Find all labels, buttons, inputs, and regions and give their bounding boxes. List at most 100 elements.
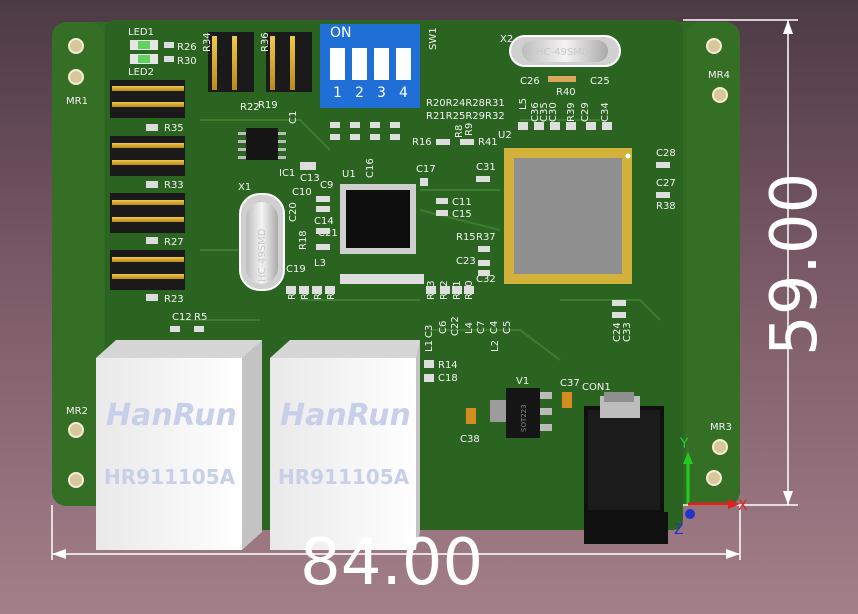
dimension-width-label: 84.00 [300,526,483,600]
rj45-jack-left: HanRun HR911105A [96,340,262,550]
svg-text:C29: C29 [580,102,591,122]
svg-text:C10: C10 [292,187,312,198]
svg-text:R21R25R29R32: R21R25R29R32 [426,111,505,122]
r30-label: R30 [177,56,197,67]
svg-text:R9: R9 [464,123,475,136]
dimension-height: 59.00 [683,19,832,506]
r36-label: R36 [260,32,271,52]
led1-label: LED1 [128,27,154,38]
switch-3-label: 3 [377,85,386,101]
svg-text:C19: C19 [286,264,306,275]
svg-text:C12: C12 [172,312,192,323]
c13-label: C13 [300,173,320,184]
silkscreen-labels: C17 C31 C10 C9 C20 C14 C21 R18 L3 C19 C1… [172,98,676,384]
x1-model: HC-49SMD [257,228,268,282]
c16-label: C16 [365,158,376,178]
regulator-v1: V1 SOT223 C38 C37 [460,376,580,445]
rj45-jack-right: HanRun HR911105A [270,340,420,550]
smd-passives [170,122,670,382]
dimension-width: 84.00 [51,505,741,600]
mount-hole-mr4: MR4 [706,38,730,103]
c1-label: C1 [288,111,299,124]
x1-label: X1 [238,182,251,193]
jack-left-model: HR911105A [104,465,236,489]
svg-text:C14: C14 [314,216,334,227]
pin-header-top: R34 R36 [202,32,312,92]
chip-mcu-qfp [504,148,632,284]
svg-text:C6: C6 [438,321,449,334]
svg-text:C20: C20 [288,202,299,222]
r22-label: R22 [240,102,260,113]
svg-text:C7: C7 [476,321,487,334]
mr3-label: MR3 [710,422,732,433]
svg-text:C32: C32 [476,274,496,285]
crystal-x1: HC-49SMD X1 [238,182,285,291]
svg-text:C33: C33 [622,322,633,342]
c37-label: C37 [560,378,580,389]
svg-text:R41: R41 [478,137,498,148]
switch-2-label: 2 [355,85,364,101]
axis-x-label: X [738,498,748,514]
svg-text:C17: C17 [416,164,436,175]
svg-text:C31: C31 [476,162,496,173]
mount-hole-mr3: MR3 [706,422,732,486]
led2-label: LED2 [128,67,154,78]
svg-text:R8: R8 [454,125,465,138]
c38-label: C38 [460,434,480,445]
svg-text:C24: C24 [612,322,623,342]
r23-label: R23 [164,294,184,305]
r26-label: R26 [177,42,197,53]
ic1-label: IC1 [279,168,295,179]
mr1-label: MR1 [66,96,88,107]
svg-text:C30: C30 [548,102,559,122]
r34-label: R34 [202,32,213,52]
svg-text:C34: C34 [600,102,611,122]
mount-hole-mr1: MR1 [66,38,88,107]
r40-label: R40 [556,87,576,98]
r33-label: R33 [164,180,184,191]
svg-text:R39: R39 [566,102,577,122]
pin-header-2 [110,136,185,176]
pin-header-3 [110,193,185,233]
svg-text:L2: L2 [490,340,501,352]
chip-u1: U1 C16 [340,158,416,254]
u1-label: U1 [342,169,356,180]
switch-on-label: ON [330,25,352,41]
svg-text:C22: C22 [450,316,461,336]
axis-triad: Y X Z [674,436,748,538]
svg-text:R38: R38 [656,201,676,212]
pin-header-column: R35 R33 R27 R23 [110,80,185,305]
svg-text:C23: C23 [456,256,476,267]
svg-text:R15: R15 [456,232,476,243]
switch-4-label: 4 [399,85,408,101]
svg-text:C9: C9 [320,180,333,191]
v1-label: V1 [516,376,529,387]
mr2-label: MR2 [66,406,88,417]
svg-text:L1: L1 [424,340,435,352]
mr4-label: MR4 [708,70,730,81]
switch-1-label: 1 [333,85,342,101]
dip-switch-sw1[interactable]: ON 1 2 3 4 SW1 [320,24,439,108]
svg-text:C35: C35 [539,102,550,122]
svg-text:C27: C27 [656,178,676,189]
svg-text:C3: C3 [424,325,435,338]
c25-label: C25 [590,76,610,87]
svg-text:C36: C36 [530,102,541,122]
svg-text:R14: R14 [438,360,458,371]
pin-header-4 [110,250,185,290]
axis-z-label: Z [674,522,684,538]
c26-label: C26 [520,76,540,87]
jack-left-brand: HanRun [106,398,237,433]
svg-text:R20R24R28R31: R20R24R28R31 [426,98,505,109]
svg-text:R18: R18 [298,230,309,250]
dimension-height-label: 59.00 [758,173,832,356]
r35-label: R35 [164,123,184,134]
svg-text:C18: C18 [438,373,458,384]
jack-right-brand: HanRun [280,398,411,433]
svg-text:C15: C15 [452,209,472,220]
sw1-label: SW1 [428,27,439,50]
r27-label: R27 [164,237,184,248]
svg-text:L3: L3 [314,258,326,269]
x2-label: X2 [500,34,513,45]
svg-text:U2: U2 [498,130,512,141]
